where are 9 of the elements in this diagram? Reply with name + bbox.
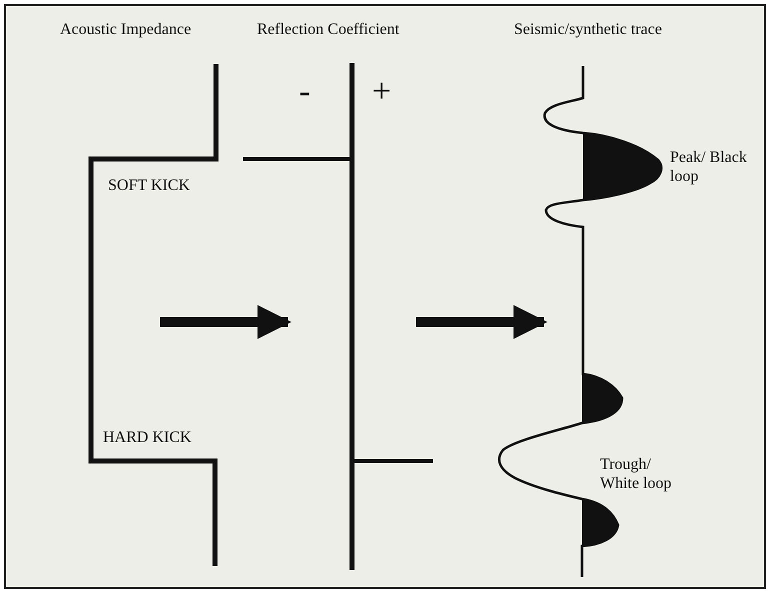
column-heading: Acoustic Impedance xyxy=(60,20,192,40)
annotation-text: Peak/ Black loop xyxy=(670,148,748,186)
annotation-text: HARD KICK xyxy=(103,428,192,448)
annotation-text: Trough/ White loop xyxy=(600,455,673,494)
annotation-text: SOFT KICK xyxy=(108,176,190,196)
column-heading: Seismic/synthetic trace xyxy=(514,20,662,40)
column-heading: Reflection Coefficient xyxy=(257,20,400,40)
polarity-sign: - xyxy=(299,72,310,112)
polarity-sign: + xyxy=(372,72,392,112)
